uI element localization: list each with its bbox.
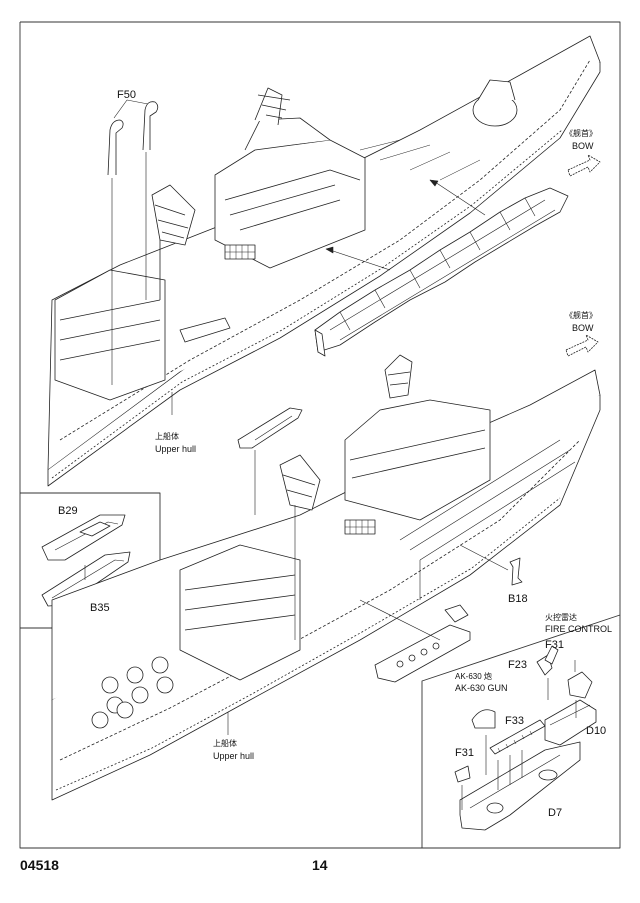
part-b18 bbox=[459, 544, 523, 586]
kit-code: 04518 bbox=[20, 857, 59, 873]
part-label-f31: F31 bbox=[545, 639, 564, 651]
detail-assembly bbox=[454, 645, 597, 831]
loose-boat bbox=[237, 407, 303, 515]
hull-label-cn: 上船体 bbox=[213, 739, 237, 748]
hull-label-cn: 上船体 bbox=[155, 432, 179, 441]
bottom-ship-hull bbox=[51, 354, 601, 801]
page-number: 14 bbox=[312, 857, 328, 873]
top-ship-hull bbox=[47, 35, 601, 487]
top-missile-launchers bbox=[314, 187, 569, 357]
top-assembly-arrows bbox=[171, 179, 486, 415]
part-label-f31: F31 bbox=[455, 747, 474, 759]
bow-label-cn: 《舰首》 bbox=[565, 311, 597, 320]
part-label-b29: B29 bbox=[58, 505, 78, 517]
loose-deck-part bbox=[359, 599, 471, 683]
inset-boats bbox=[41, 514, 131, 607]
bottom-assembly-arrows bbox=[227, 560, 421, 735]
part-label-d10: D10 bbox=[586, 725, 607, 737]
gun-label-cn: AK-630 炮 bbox=[455, 672, 492, 681]
fire-control-label-en: FIRE CONTROL bbox=[545, 624, 613, 634]
gun-label-en: AK-630 GUN bbox=[455, 683, 508, 693]
part-label-b35: B35 bbox=[90, 602, 110, 614]
bow-arrow-icon bbox=[565, 154, 601, 357]
part-label-d7: D7 bbox=[548, 807, 563, 819]
part-label-b18: B18 bbox=[508, 593, 528, 605]
part-label-f33: F33 bbox=[505, 715, 524, 727]
part-label-f23: F23 bbox=[508, 659, 527, 671]
part-f50 bbox=[107, 99, 159, 385]
hull-label-en: Upper hull bbox=[155, 444, 197, 454]
part-label-f50: F50 bbox=[117, 89, 136, 101]
bow-label-en: BOW bbox=[572, 323, 594, 333]
hull-label-en: Upper hull bbox=[213, 751, 255, 761]
bow-label-en: BOW bbox=[572, 141, 594, 151]
bow-label-cn: 《舰首》 bbox=[565, 129, 597, 138]
fire-control-label-cn: 火控雷达 bbox=[545, 613, 577, 622]
